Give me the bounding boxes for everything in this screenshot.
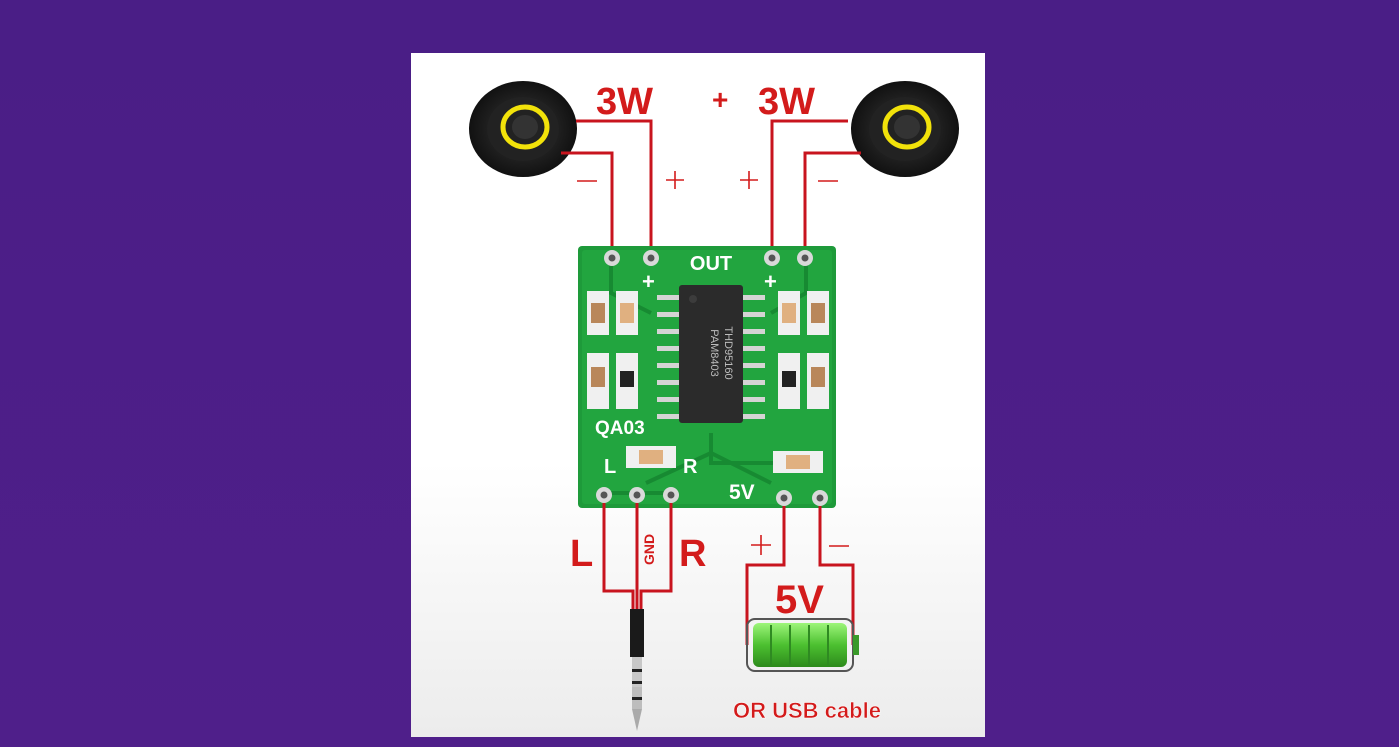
out-pads [604,250,813,266]
wiring-diagram: 3W + 3W OUT + + [469,81,959,731]
right-channel-label: R [679,533,706,575]
board-plus-right: + [764,269,777,294]
board-plus-left: + [642,269,655,294]
speaker-wires [561,119,861,258]
left-channel-label: L [570,533,593,575]
board-pin-l-label: L [604,456,616,478]
board-model-label: QA03 [595,418,645,439]
board-out-label: OUT [690,253,732,275]
audio-jack-icon [630,609,644,731]
board-pin-5v-label: 5V [729,481,755,504]
power-label-left: 3W [596,81,653,123]
input-pads [596,487,828,506]
supply-voltage-label: 5V [775,578,824,622]
usb-note-label: OR USB cable [733,698,881,723]
plus-sign: + [712,84,728,115]
diagram-panel: 3W + 3W OUT + + [411,53,985,737]
ground-label: GND [641,534,657,565]
speaker-right-icon [851,81,959,177]
power-label-right: 3W [758,81,815,123]
speaker-left-icon [469,81,577,177]
battery-icon [746,618,859,672]
smd-components [587,291,829,473]
chip-model-text: PAM8403 [708,329,720,377]
power-wires [745,506,855,645]
input-wires [602,503,673,613]
chip-code-text: THD95160 [722,326,734,379]
ic-chip: PAM8403 THD95160 [657,285,765,423]
board-pin-r-label: R [683,456,698,478]
amplifier-board: OUT + + PAM8403 THD95160 [578,246,836,508]
polarity-signs [577,171,849,555]
